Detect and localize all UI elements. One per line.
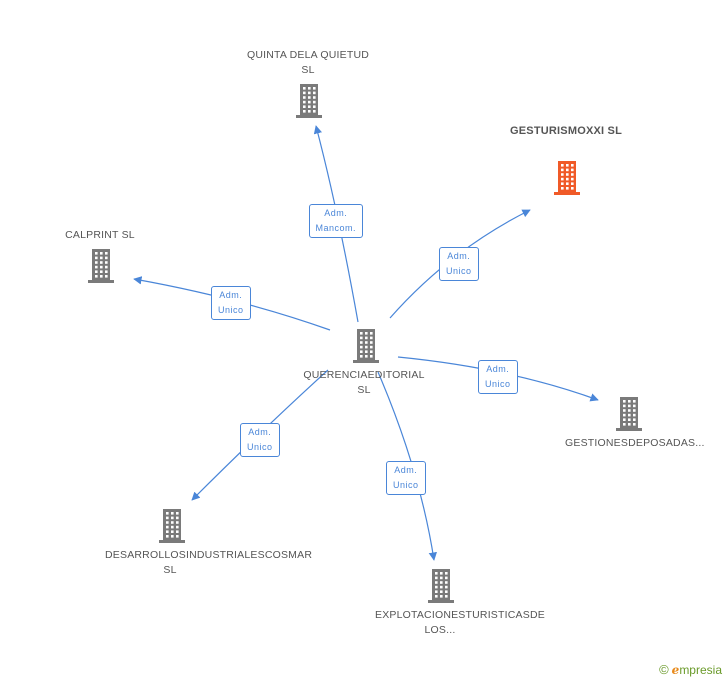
brand-logo-letter: e (671, 663, 680, 677)
role-label-line: Unico (446, 266, 472, 276)
company-label-center[interactable]: QUERENCIAEDITORIAL SL (299, 368, 429, 398)
role-label-line: Adm. (486, 364, 510, 374)
company-label-gestiones[interactable]: GESTIONESDEPOSADAS... (565, 436, 704, 451)
company-label-line: DESARROLLOS (105, 549, 186, 561)
building-icon (616, 397, 642, 431)
company-label-line: POSADAS... (643, 437, 705, 449)
company-label-line: INDUSTRIALES (185, 549, 265, 561)
brand-name: mpresia (679, 663, 722, 677)
role-label-line: Adm. (324, 208, 348, 218)
building-icon (428, 569, 454, 603)
building-icon (296, 84, 322, 118)
role-label-desarrollos[interactable]: Adm. Unico (240, 423, 280, 457)
role-label-line: Adm. (248, 427, 272, 437)
company-label-line: EXPLOTACIONES (375, 609, 466, 621)
company-label-line: COSMAR SL (163, 549, 313, 576)
company-node-center[interactable] (351, 329, 381, 368)
empresia-brand[interactable]: ©empresia (659, 662, 722, 677)
role-label-line: Adm. (447, 251, 471, 261)
role-label-line: Adm. (394, 465, 418, 475)
company-label-line: QUERENCIA (303, 369, 368, 381)
copyright-icon: © (659, 662, 669, 677)
company-node-desarrollos[interactable] (157, 509, 187, 548)
role-label-line: Unico (247, 442, 273, 452)
building-icon (88, 249, 114, 283)
company-label-calprint[interactable]: CALPRINT SL (35, 228, 165, 243)
company-label-line: GESTIONES (565, 437, 629, 449)
role-label-line: Unico (218, 305, 244, 315)
role-label-quinta[interactable]: Adm. Mancom. (308, 204, 364, 238)
company-label-line: CALPRINT SL (65, 229, 135, 241)
role-label-line: Unico (393, 480, 419, 490)
role-label-gestiones[interactable]: Adm. Unico (478, 360, 518, 394)
company-label-line: DE LOS... (424, 609, 545, 636)
company-label-line: DE (628, 437, 644, 449)
company-label-line: GESTURISMO (510, 125, 586, 137)
company-label-line: LA QUIETUD SL (301, 49, 370, 76)
company-label-line: XXI SL (585, 125, 622, 137)
building-icon (353, 329, 379, 363)
company-label-gesturismo[interactable]: GESTURISMOXXI SL (501, 124, 631, 139)
role-label-calprint[interactable]: Adm. Unico (211, 286, 251, 320)
role-label-line: Unico (485, 379, 511, 389)
company-label-explotaciones[interactable]: EXPLOTACIONESTURISTICASDE LOS... (375, 608, 545, 638)
company-label-line: EDITORIAL SL (357, 369, 425, 396)
role-label-gesturismo[interactable]: Adm. Unico (439, 247, 479, 281)
company-node-quinta[interactable] (294, 84, 324, 123)
role-label-line: Mancom. (315, 223, 357, 233)
company-node-gesturismo[interactable] (552, 161, 582, 200)
company-label-quinta[interactable]: QUINTA DELA QUIETUD SL (243, 48, 373, 78)
company-label-desarrollos[interactable]: DESARROLLOSINDUSTRIALESCOSMAR SL (105, 548, 312, 578)
building-icon (159, 509, 185, 543)
company-label-line: TURISTICAS (465, 609, 530, 621)
role-label-explotaciones[interactable]: Adm. Unico (386, 461, 426, 495)
building-icon (554, 161, 580, 195)
company-node-gestiones[interactable] (614, 397, 644, 436)
company-label-line: QUINTA DE (246, 49, 305, 61)
company-node-calprint[interactable] (86, 249, 116, 288)
company-node-explotaciones[interactable] (426, 569, 456, 608)
role-label-line: Adm. (219, 290, 243, 300)
